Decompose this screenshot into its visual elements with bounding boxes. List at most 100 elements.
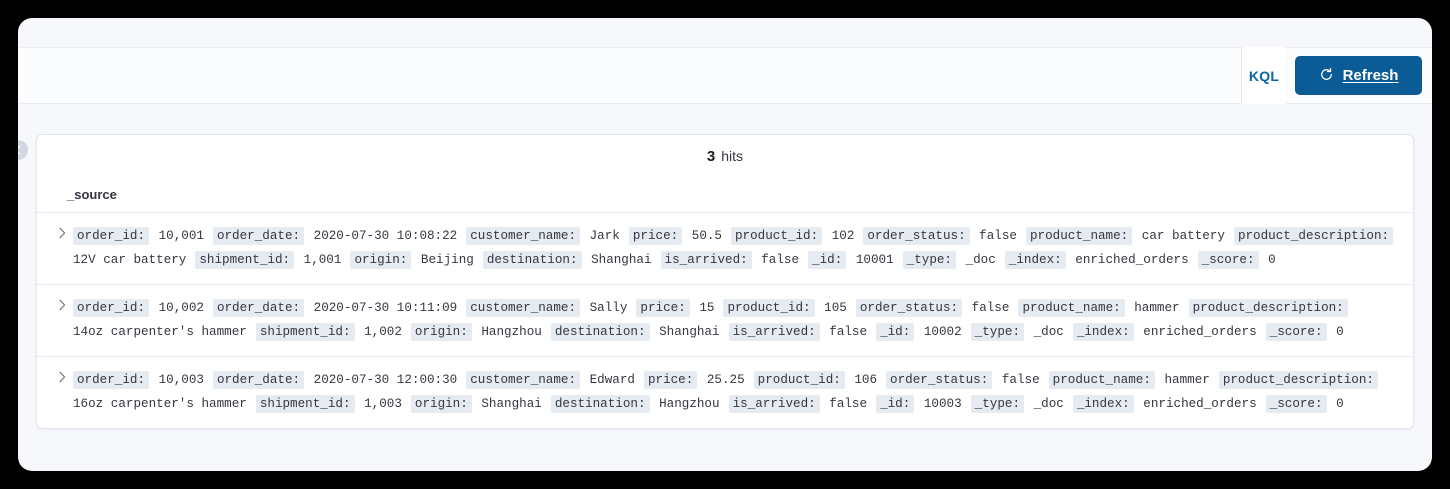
field-value: 25.25 (699, 373, 745, 387)
field-name: product_name: (1018, 299, 1125, 317)
field-name: _type: (970, 323, 1025, 341)
field-value: 50.5 (684, 229, 722, 243)
field-name: order_id: (73, 227, 150, 245)
field-value: Sally (582, 301, 628, 315)
search-input[interactable] (18, 48, 1287, 103)
field-name: order_id: (73, 299, 150, 317)
field-value: 2020-07-30 12:00:30 (306, 373, 458, 387)
chevron-right-icon (58, 227, 67, 239)
field-value: 12V car battery (73, 253, 187, 267)
field-name: _id: (876, 395, 915, 413)
field-name: destination: (550, 323, 650, 341)
field-value: car battery (1134, 229, 1225, 243)
field-value: false (994, 373, 1040, 387)
field-name: _index: (1004, 251, 1066, 269)
field-name: is_arrived: (660, 251, 752, 269)
field-value: false (821, 325, 868, 339)
field-name: order_status: (855, 299, 963, 317)
field-value: 1,002 (356, 325, 402, 339)
field-name: order_id: (73, 371, 150, 389)
field-value: 10,002 (151, 301, 204, 315)
field-value: 102 (824, 229, 855, 243)
field-value: 0 (1260, 253, 1276, 267)
field-value: 0 (1328, 397, 1344, 411)
sidebar-collapse-button[interactable] (18, 140, 28, 160)
field-value: 10001 (848, 253, 894, 267)
field-value: _doc (1026, 397, 1064, 411)
field-name: origin: (350, 251, 412, 269)
field-name: shipment_id: (255, 395, 355, 413)
refresh-button-label: Refresh (1342, 67, 1399, 84)
field-name: is_arrived: (728, 395, 820, 413)
field-name: _score: (1265, 323, 1327, 341)
field-name: customer_name: (466, 371, 581, 389)
field-name: origin: (410, 395, 472, 413)
field-value: false (971, 229, 1017, 243)
field-value: hammer (1126, 301, 1180, 315)
field-name: _id: (808, 251, 847, 269)
field-value: 1,003 (356, 397, 402, 411)
field-value: 105 (816, 301, 847, 315)
field-value: 10003 (916, 397, 962, 411)
field-name: order_status: (886, 371, 993, 389)
chevron-left-icon (18, 145, 23, 155)
field-name: product_name: (1048, 371, 1155, 389)
field-name: _score: (1265, 395, 1327, 413)
field-name: product_description: (1188, 299, 1348, 317)
field-name: customer_name: (466, 227, 581, 245)
hits-count: 3 (706, 147, 716, 165)
field-name: destination: (482, 251, 582, 269)
field-value: false (753, 253, 800, 267)
field-value: Edward (582, 373, 635, 387)
field-value: 14oz carpenter's hammer (73, 325, 247, 339)
expand-row-button[interactable] (51, 368, 73, 383)
field-name: destination: (550, 395, 650, 413)
field-name: product_id: (753, 371, 845, 389)
field-name: _type: (902, 251, 956, 269)
field-name: price: (628, 227, 683, 245)
field-value: enriched_orders (1135, 325, 1257, 339)
field-name: origin: (410, 323, 472, 341)
field-name: product_name: (1025, 227, 1133, 245)
hits-label: hits (721, 148, 744, 164)
expand-row-button[interactable] (51, 296, 73, 311)
field-value: 16oz carpenter's hammer (73, 397, 247, 411)
field-name: _type: (970, 395, 1025, 413)
field-value: Hangzhou (473, 325, 542, 339)
field-name: order_date: (212, 299, 305, 317)
column-header-source: _source (37, 177, 1413, 213)
refresh-button[interactable]: Refresh (1295, 56, 1422, 95)
hits-summary: 3 hits (37, 135, 1413, 177)
field-value: Hangzhou (651, 397, 720, 411)
field-value: false (964, 301, 1010, 315)
field-value: _doc (958, 253, 996, 267)
field-name: product_description: (1233, 227, 1394, 245)
field-name: shipment_id: (195, 251, 295, 269)
field-value: Shanghai (473, 397, 542, 411)
field-value: 2020-07-30 10:08:22 (306, 229, 458, 243)
query-input-wrapper (18, 48, 1287, 103)
expand-row-button[interactable] (51, 224, 73, 239)
field-value: 10,001 (151, 229, 204, 243)
field-name: order_status: (863, 227, 970, 245)
field-name: price: (636, 299, 690, 317)
field-value: enriched_orders (1135, 397, 1257, 411)
field-name: shipment_id: (255, 323, 355, 341)
field-name: is_arrived: (728, 323, 820, 341)
field-value: enriched_orders (1067, 253, 1189, 267)
field-name: _index: (1072, 395, 1134, 413)
field-value: Shanghai (651, 325, 720, 339)
field-name: product_id: (731, 227, 823, 245)
field-value: 15 (691, 301, 715, 315)
field-name: price: (643, 371, 698, 389)
query-language-badge[interactable]: KQL (1241, 47, 1286, 104)
field-name: _id: (876, 323, 915, 341)
field-value: _doc (1026, 325, 1064, 339)
